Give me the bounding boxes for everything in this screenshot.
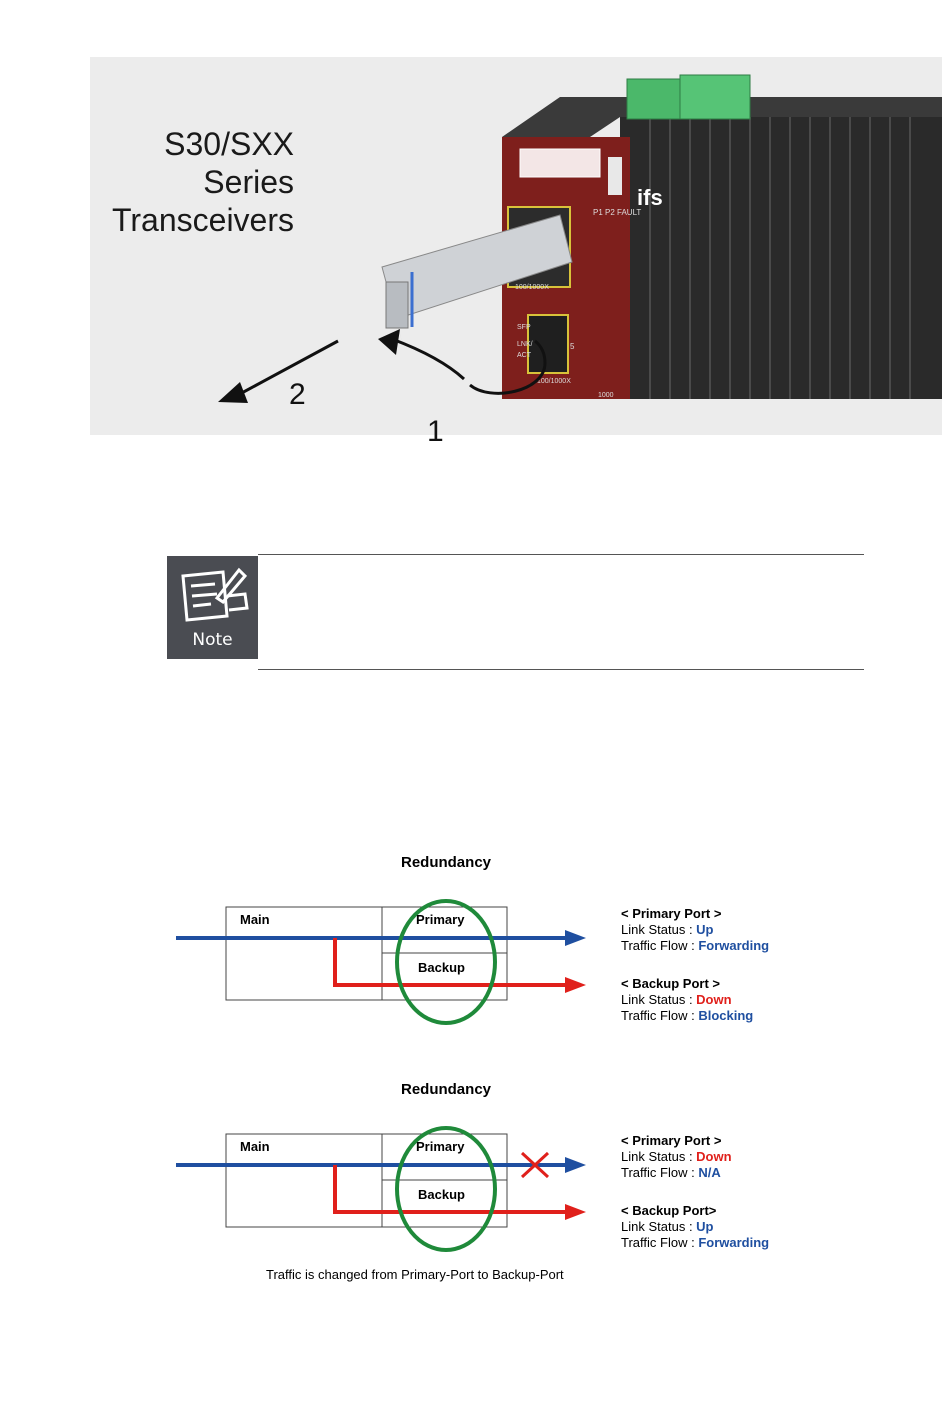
primary-port-info: < Primary Port > Link Status : Up Traffi…: [621, 906, 770, 953]
lnk-label: LNK/: [517, 341, 533, 348]
diagram-graphic: [176, 899, 586, 1025]
port-number-label: 5: [570, 342, 575, 351]
backup-port-heading: < Backup Port>: [621, 1203, 717, 1218]
rotate-arrow-tail: [391, 337, 466, 381]
photo-title-line-2: Series: [203, 164, 294, 200]
redundancy-ellipse: [395, 1126, 497, 1252]
traffic-flow-label: Traffic Flow: [621, 1235, 688, 1250]
link-status-value: Down: [696, 1149, 732, 1164]
link-status-label: Link Status: [621, 922, 686, 937]
note-icon: Note: [167, 556, 258, 659]
redundancy-ellipse: [395, 899, 497, 1025]
traffic-flow-value: Forwarding: [698, 1235, 770, 1250]
link-status-label: Link Status: [621, 992, 686, 1007]
primary-label: Primary: [416, 912, 465, 927]
act-label: ACT: [517, 352, 532, 359]
speed-label: 1000: [598, 392, 614, 399]
backup-port-info: < Backup Port > Link Status : Down Traff…: [621, 976, 754, 1023]
primary-arrowhead: [565, 1157, 586, 1173]
traffic-flow-label: Traffic Flow: [621, 1008, 688, 1023]
device-body: [620, 97, 942, 399]
rotate-arrow: [469, 339, 547, 395]
diagram-title: Redundancy: [400, 1081, 491, 1098]
step-2-label: 2: [289, 378, 306, 411]
note-rule-bottom: [258, 669, 864, 670]
rotate-arrowhead: [378, 329, 400, 355]
traffic-flow-value: Forwarding: [698, 938, 770, 953]
primary-arrowhead: [565, 930, 586, 946]
link-status-value: Up: [696, 922, 714, 937]
link-down-x-icon: [520, 1151, 550, 1179]
device-illustration: P1 P2 FAULT ifs 100/1000X SFP LNK/ ACT 5…: [218, 74, 942, 403]
sfp-port-lower: [527, 314, 569, 374]
diagram-title: Redundancy: [400, 854, 491, 871]
diagram-graphic: [176, 1126, 586, 1252]
backup-arrowhead: [565, 977, 586, 993]
backup-port-info: < Backup Port> Link Status : Up Traffic …: [621, 1203, 770, 1250]
pull-arrowhead: [218, 382, 248, 403]
primary-port-heading: < Primary Port >: [621, 906, 722, 921]
backup-label: Backup: [418, 960, 465, 975]
pull-arrow: [237, 339, 339, 397]
primary-port-info: < Primary Port > Link Status : Down Traf…: [621, 1133, 732, 1180]
port-label-lower: 100/1000X: [537, 378, 571, 385]
backup-arrowhead: [565, 1204, 586, 1220]
traffic-flow-value: N/A: [698, 1165, 721, 1180]
redundancy-diagram-1: Redundancy Main Primary Backup < Primary…: [160, 854, 800, 1054]
backup-port-heading: < Backup Port >: [621, 976, 720, 991]
link-status-value: Down: [696, 992, 732, 1007]
diagram-caption: Traffic is changed from Primary-Port to …: [266, 1267, 564, 1282]
panel-label-table: [519, 148, 601, 178]
step-1-label: 1: [427, 415, 444, 448]
primary-port-heading: < Primary Port >: [621, 1133, 722, 1148]
traffic-flow-label: Traffic Flow: [621, 1165, 688, 1180]
redundancy-diagram-2: Redundancy Main Primary Backup < Primary…: [160, 1081, 800, 1281]
terminal-block-right: [679, 74, 751, 120]
link-status-value: Up: [696, 1219, 714, 1234]
link-status-label: Link Status: [621, 1149, 686, 1164]
backup-label: Backup: [418, 1187, 465, 1202]
sfp-label: SFP: [517, 324, 531, 331]
note-rule-top: [258, 554, 864, 555]
dip-switch: [608, 157, 622, 195]
primary-label: Primary: [416, 1139, 465, 1154]
transceiver-connector: [385, 281, 409, 329]
main-label: Main: [240, 912, 270, 927]
heatsink-fins: [649, 117, 911, 399]
product-photo: P1 P2 FAULT ifs 100/1000X SFP LNK/ ACT 5…: [90, 57, 942, 435]
brand-logo: ifs: [637, 185, 663, 210]
note-label: Note: [192, 630, 233, 650]
traffic-flow-value: Blocking: [698, 1008, 754, 1023]
link-status-label: Link Status: [621, 1219, 686, 1234]
photo-title-line-1: S30/SXX: [164, 126, 294, 162]
port-label-upper: 100/1000X: [515, 284, 549, 291]
photo-title-line-3: Transceivers: [112, 202, 294, 238]
device-top: [502, 97, 942, 157]
main-label: Main: [240, 1139, 270, 1154]
note-pencil-icon: [181, 567, 249, 622]
traffic-flow-label: Traffic Flow: [621, 938, 688, 953]
led-labels: P1 P2 FAULT: [593, 208, 641, 217]
